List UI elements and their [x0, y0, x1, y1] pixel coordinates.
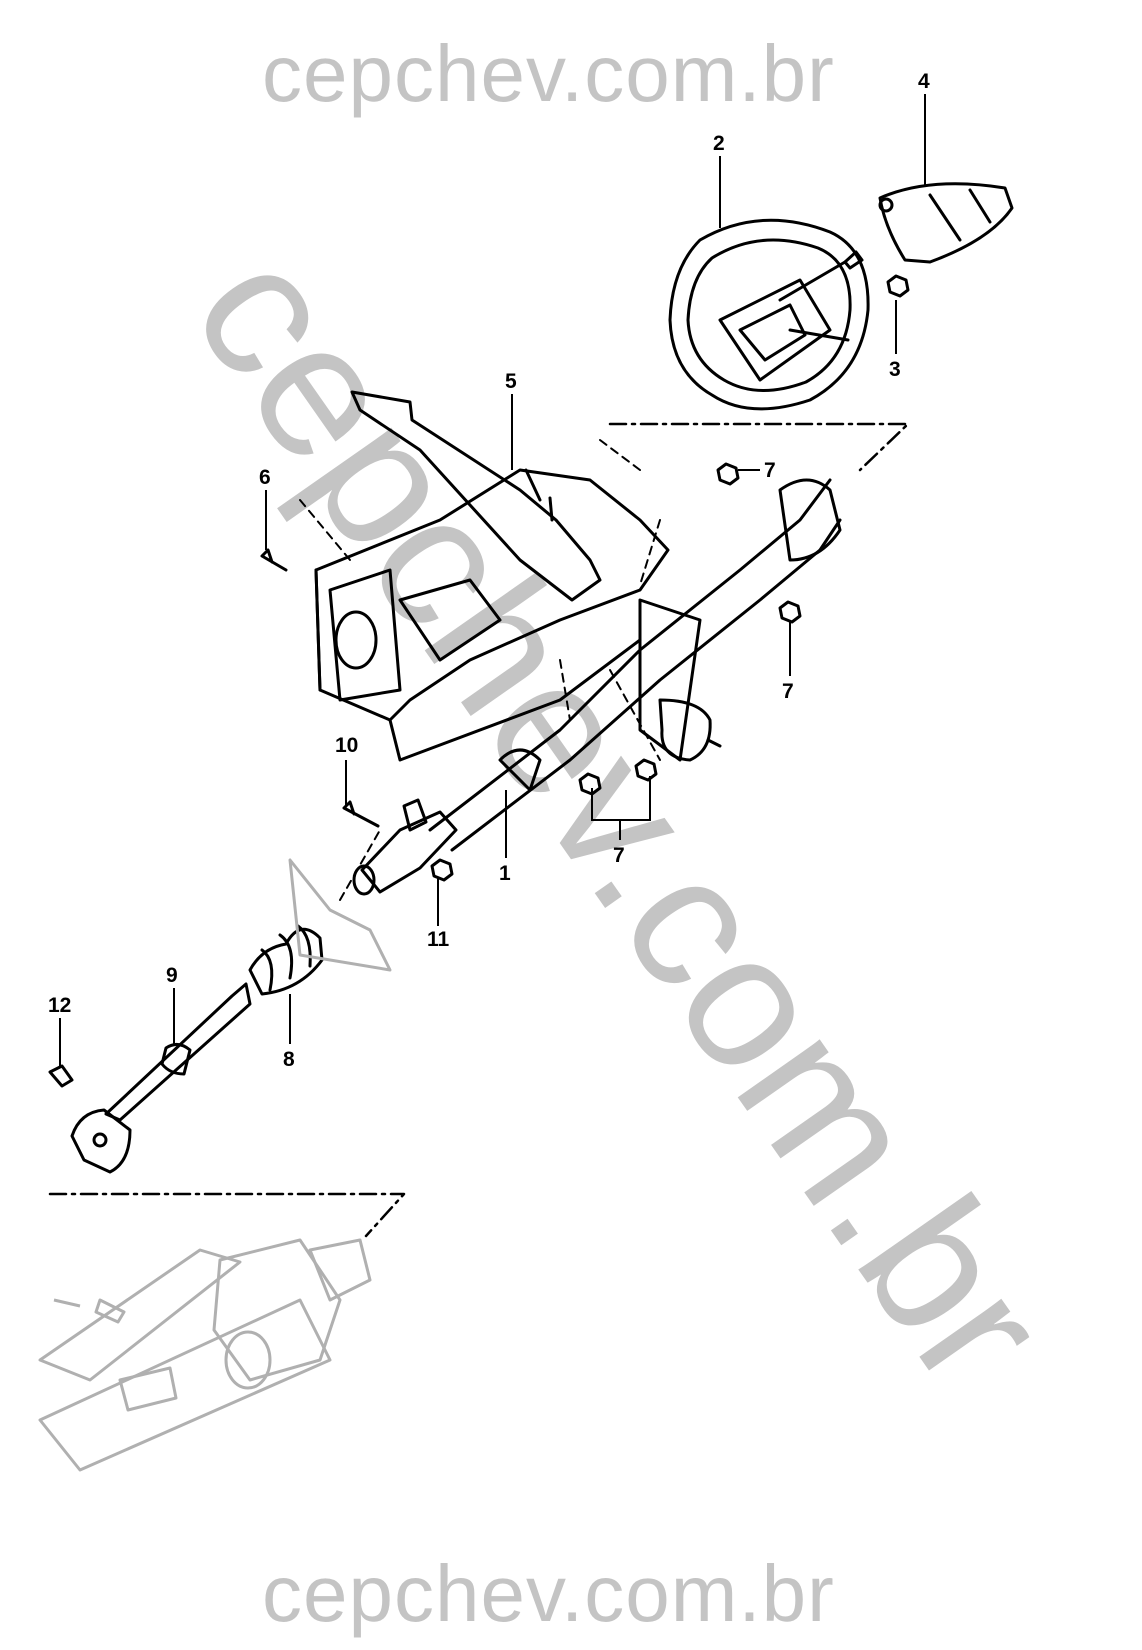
- guide-lines-misc: [559, 439, 661, 761]
- bolt-10: [342, 800, 380, 828]
- airbag-module: [878, 182, 1014, 264]
- lower-coupling: [352, 798, 458, 896]
- nut-11: [430, 858, 454, 882]
- nut-7-right: [778, 600, 802, 624]
- callout-7-upper: 7: [764, 459, 776, 482]
- callout-4: 4: [918, 70, 930, 93]
- guide-line-lower: [48, 1192, 406, 1238]
- guide-line-wheel: [608, 422, 910, 472]
- callout-11: 11: [427, 928, 450, 951]
- intermediate-shaft: [104, 982, 252, 1122]
- callout-1: 1: [499, 862, 511, 885]
- nut-7-upper: [716, 462, 740, 486]
- callout-8: 8: [283, 1048, 295, 1071]
- flex-coupling: [70, 1108, 132, 1174]
- ghost-steering-gear: [38, 858, 392, 1472]
- leader-lines: [59, 94, 926, 1066]
- callout-5: 5: [505, 370, 517, 393]
- steering-column: [428, 478, 842, 852]
- column-support-bracket: [314, 390, 670, 762]
- dust-boot: [248, 924, 324, 996]
- callout-10: 10: [335, 734, 358, 757]
- steering-wheel: [668, 218, 870, 411]
- watermark-bottom: cepchev.com.br: [262, 1549, 835, 1638]
- callout-12: 12: [48, 994, 71, 1017]
- watermark-top: cepchev.com.br: [262, 29, 835, 118]
- nut-7-lower-right: [634, 758, 658, 782]
- callout-3: 3: [889, 358, 901, 381]
- callout-2: 2: [713, 132, 725, 155]
- callout-6: 6: [259, 466, 271, 489]
- guide-lines-column: [299, 499, 381, 901]
- bolt-6: [260, 548, 288, 572]
- nut-7-lower-left: [578, 772, 602, 796]
- callout-9: 9: [166, 964, 178, 987]
- bolt-12: [48, 1064, 74, 1088]
- callout-7-right: 7: [782, 680, 794, 703]
- callout-7-lower: 7: [613, 844, 625, 867]
- nut-3: [886, 274, 910, 298]
